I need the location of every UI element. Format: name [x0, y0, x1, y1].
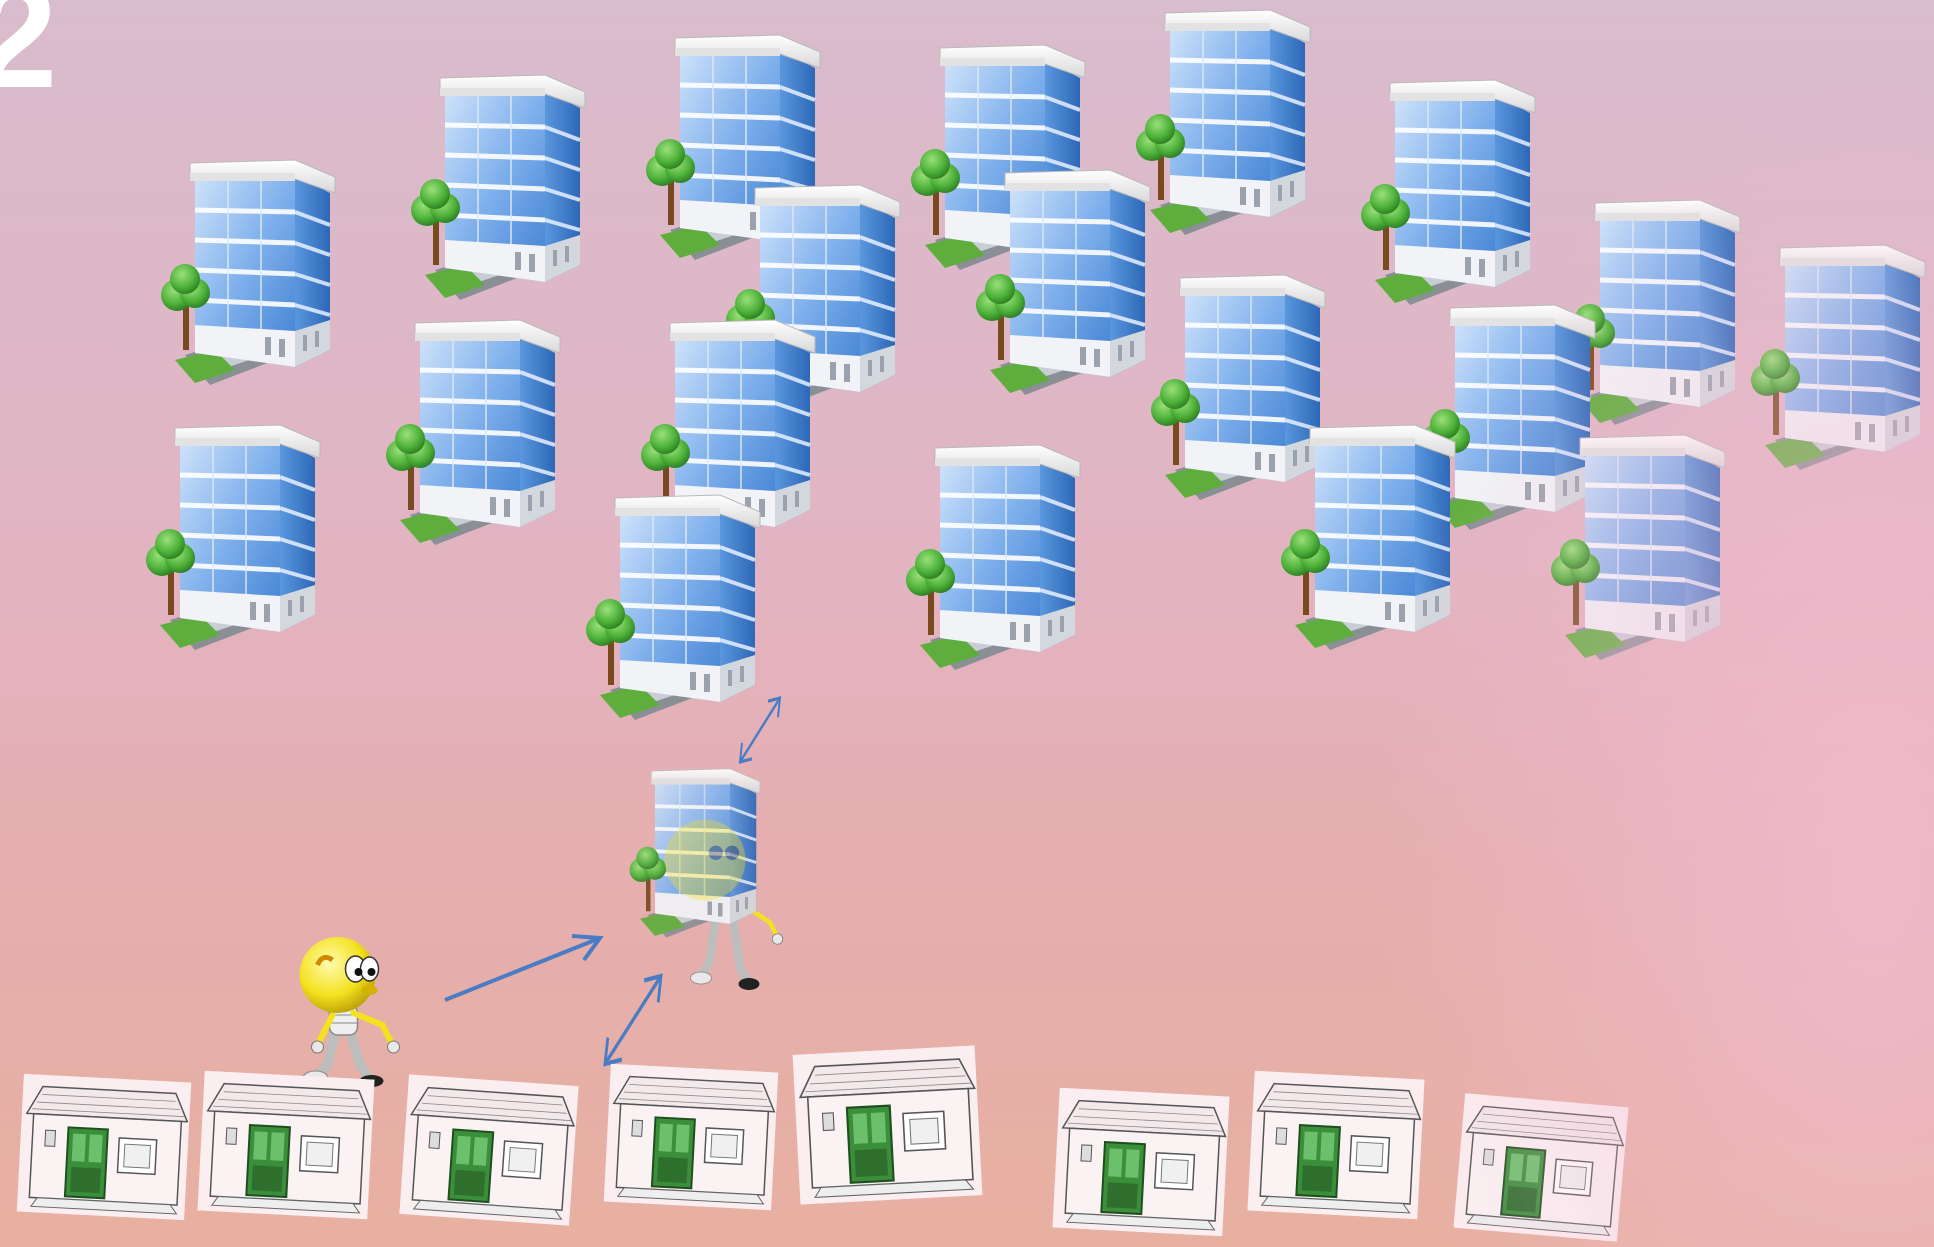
office-building-icon — [155, 155, 355, 395]
house-sketch-icon — [196, 1071, 375, 1220]
office-building-icon — [380, 315, 580, 555]
character-face-icon — [664, 819, 746, 901]
yellow-cartoon-character-icon — [280, 935, 415, 1095]
house-sketch-icon — [602, 1064, 781, 1211]
house-sketch-icon — [395, 1074, 582, 1226]
house-sketch-icon — [1246, 1071, 1425, 1220]
office-building-icon — [970, 165, 1170, 405]
house-sketch-icon — [1051, 1088, 1230, 1237]
office-building-icon — [1355, 75, 1555, 315]
office-building-icon — [1545, 430, 1745, 670]
arrow-icon — [444, 934, 604, 1002]
building-character-hybrid — [625, 765, 805, 1005]
house-sketch-icon — [17, 1074, 192, 1221]
double-arrow-icon — [735, 690, 785, 770]
character-legs-icon — [690, 905, 784, 990]
house-sketch-icon — [1449, 1093, 1632, 1242]
office-building-icon — [1745, 240, 1934, 480]
office-building-icon — [900, 440, 1100, 680]
slide-number: 2 — [0, 0, 58, 119]
office-building-icon — [405, 70, 605, 310]
office-building-icon — [140, 420, 340, 660]
office-building-icon — [1275, 420, 1475, 660]
house-sketch-icon — [786, 1045, 989, 1205]
